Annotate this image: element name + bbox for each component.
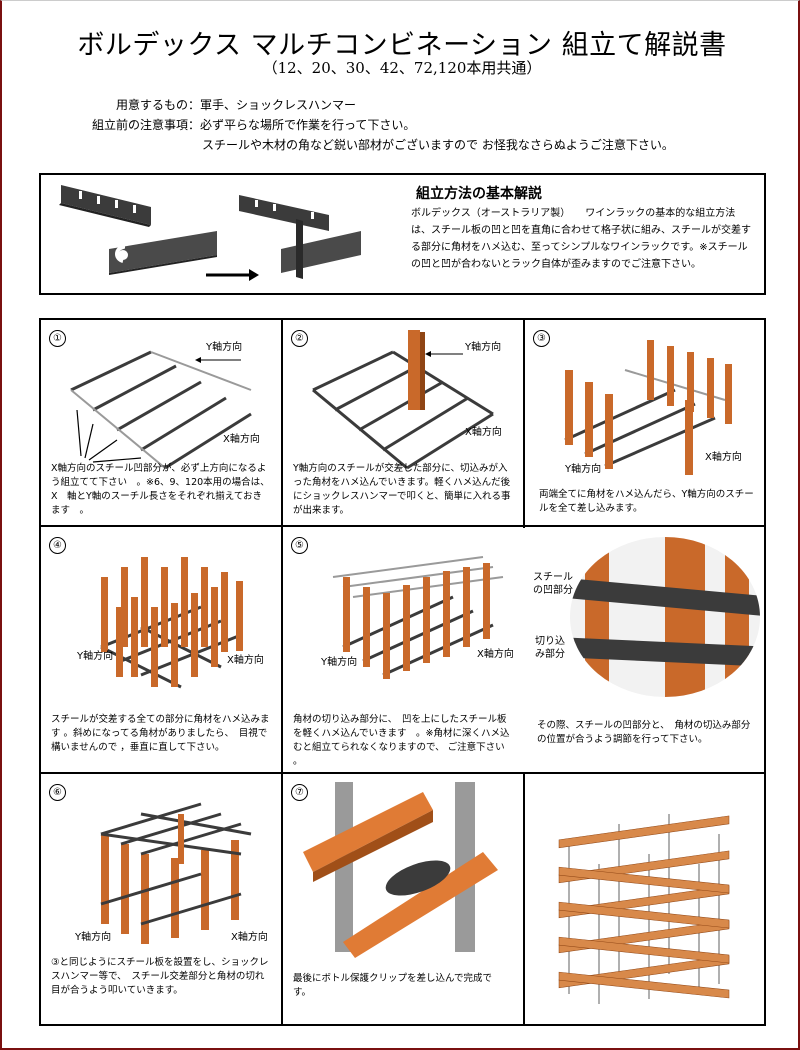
step-4-text: スチールが交差する全ての部分に角材をハメ込みます 。斜めになってる角材がありまし… <box>51 714 270 753</box>
steps-grid: ① Y軸方向 X軸方向 X軸方向のスチール凹部分が、必ず上方向になるよう組立てて… <box>39 318 766 1026</box>
step-4: ④ Y軸方向 X軸方向 スチールが交差する全ての部分に角材をハメ込みます 。斜め… <box>41 527 281 772</box>
zoom-detail: スチールの凹部分 切り込み部分 その際、スチールの凹部分と、 角材の切込み部分の… <box>525 527 764 772</box>
step-4-illustration <box>100 557 243 689</box>
prep-value: 軍手、ショックレスハンマー <box>200 98 357 112</box>
prep-row: 用意するもの： 軍手、ショックレスハンマー <box>72 95 674 115</box>
step-3-y-axis-label: Y軸方向 <box>565 464 602 475</box>
step-6-x-axis-label: X軸方向 <box>231 932 268 943</box>
basic-body: ボルデックス（オーストラリア製） ワインラックの基本的な組立方法は、スチール板の… <box>411 208 751 270</box>
step-7-text: 最後にボトル保護クリップを差し込んで完成です。 <box>293 973 493 998</box>
step-4-x-axis-label: X軸方向 <box>227 655 264 666</box>
cut-part-label: 切り込み部分 <box>535 636 565 660</box>
step-2-y-axis-label: Y軸方向 <box>465 342 502 353</box>
completed-rack <box>525 774 764 1024</box>
step-2-x-axis-label: X軸方向 <box>465 427 502 438</box>
step-2-text: Y軸方向のスチールが交差した部分に、切込みが入った角材をハメ込んでいきます。軽く… <box>293 463 511 516</box>
basic-heading: 組立方法の基本解説 <box>416 186 542 202</box>
step-3-text: 両端全てに角材をハメ込んだら、Y軸方向のスチールを全て差し込みます。 <box>539 489 754 514</box>
page-subtitle: （12、20、30、42、72,120本用共通） <box>262 59 542 77</box>
step-1-text: X軸方向のスチール凹部分が、必ず上方向になるよう組立てて下さい 。※6、9、12… <box>51 463 270 516</box>
step-4-number: ④ <box>49 537 66 554</box>
completed-rack-illustration <box>558 814 730 1004</box>
prep-label: 用意するもの： <box>115 98 200 112</box>
steel-plate-illustration <box>59 185 361 281</box>
step-3-illustration <box>564 340 732 475</box>
page-title: ボルデックス マルチコンビネーション 組立て解説書 <box>77 30 727 61</box>
step-4-y-axis-label: Y軸方向 <box>77 651 114 662</box>
caution-label: 組立前の注意事項： <box>91 118 200 132</box>
step-3: ③ Y軸方向 X軸方向 両端全てに角材をハメ込んだら、Y軸方向のスチールを全て差… <box>525 320 764 525</box>
step-1-x-axis-label: X軸方向 <box>223 434 260 445</box>
step-5-y-axis-label: Y軸方向 <box>321 657 358 668</box>
step-3-number: ③ <box>533 330 550 347</box>
step-1-y-axis-label: Y軸方向 <box>206 342 243 353</box>
zoom-text: その際、スチールの凹部分と、 角材の切込み部分の位置が合うよう調節を行って下さい… <box>537 720 751 745</box>
step-1-illustration <box>70 350 252 470</box>
step-5-illustration <box>332 556 504 679</box>
step-6-y-axis-label: Y軸方向 <box>75 932 112 943</box>
step-6: ⑥ Y軸方向 X軸方向 ③と同じようにスチール板を設置をし、ショックレスハンマー… <box>41 774 281 1024</box>
step-5-x-axis-label: X軸方向 <box>477 649 514 660</box>
notes-section: 用意するもの： 軍手、ショックレスハンマー 組立前の注意事項： 必ず平らな場所で… <box>72 95 674 155</box>
caution-line1: 必ず平らな場所で作業を行って下さい。 <box>200 118 416 132</box>
steel-recess-label: スチールの凹部分 <box>533 572 573 596</box>
step-5: ⑤ Y軸方向 X軸方向 角材の切り込み部分に、 凹を上にしたスチール板を軽くハメ… <box>283 527 523 772</box>
step-2-number: ② <box>291 330 308 347</box>
step-5-number: ⑤ <box>291 537 308 554</box>
step-7-number: ⑦ <box>291 784 308 801</box>
step-2: ② Y軸方向 X軸方向 Y軸方向のスチールが交差した部分に、切込みが入った角材を… <box>283 320 523 525</box>
caution-line2: スチールや木材の角など鋭い部材がございますので お怪我なさらぬようご注意下さい。 <box>202 138 674 152</box>
step-6-illustration <box>100 802 252 944</box>
step-3-x-axis-label: X軸方向 <box>705 452 742 463</box>
basic-explanation-box: 組立方法の基本解説 ボルデックス（オーストラリア製） ワインラックの基本的な組立… <box>39 173 766 295</box>
step-5-text: 角材の切り込み部分に、 凹を上にしたスチール板を軽くハメ込んでいきます 。※角材… <box>293 714 510 767</box>
step-7: ⑦ 最後にボトル保護クリップを差し込んで完成です。 <box>283 774 523 1024</box>
step-7-illustration <box>303 782 498 958</box>
step-6-text: ③と同じようにスチール板を設置をし、ショックレスハンマー等で、 スチール交差部分… <box>51 957 269 996</box>
caution-row-2: スチールや木材の角など鋭い部材がございますので お怪我なさらぬようご注意下さい。 <box>72 135 674 155</box>
step-6-number: ⑥ <box>49 784 66 801</box>
caution-row: 組立前の注意事項： 必ず平らな場所で作業を行って下さい。 <box>72 115 674 135</box>
zoom-illustration <box>570 537 760 697</box>
step-2-illustration <box>312 330 494 470</box>
step-1: ① Y軸方向 X軸方向 X軸方向のスチール凹部分が、必ず上方向になるよう組立てて… <box>41 320 281 525</box>
step-1-number: ① <box>49 330 66 347</box>
